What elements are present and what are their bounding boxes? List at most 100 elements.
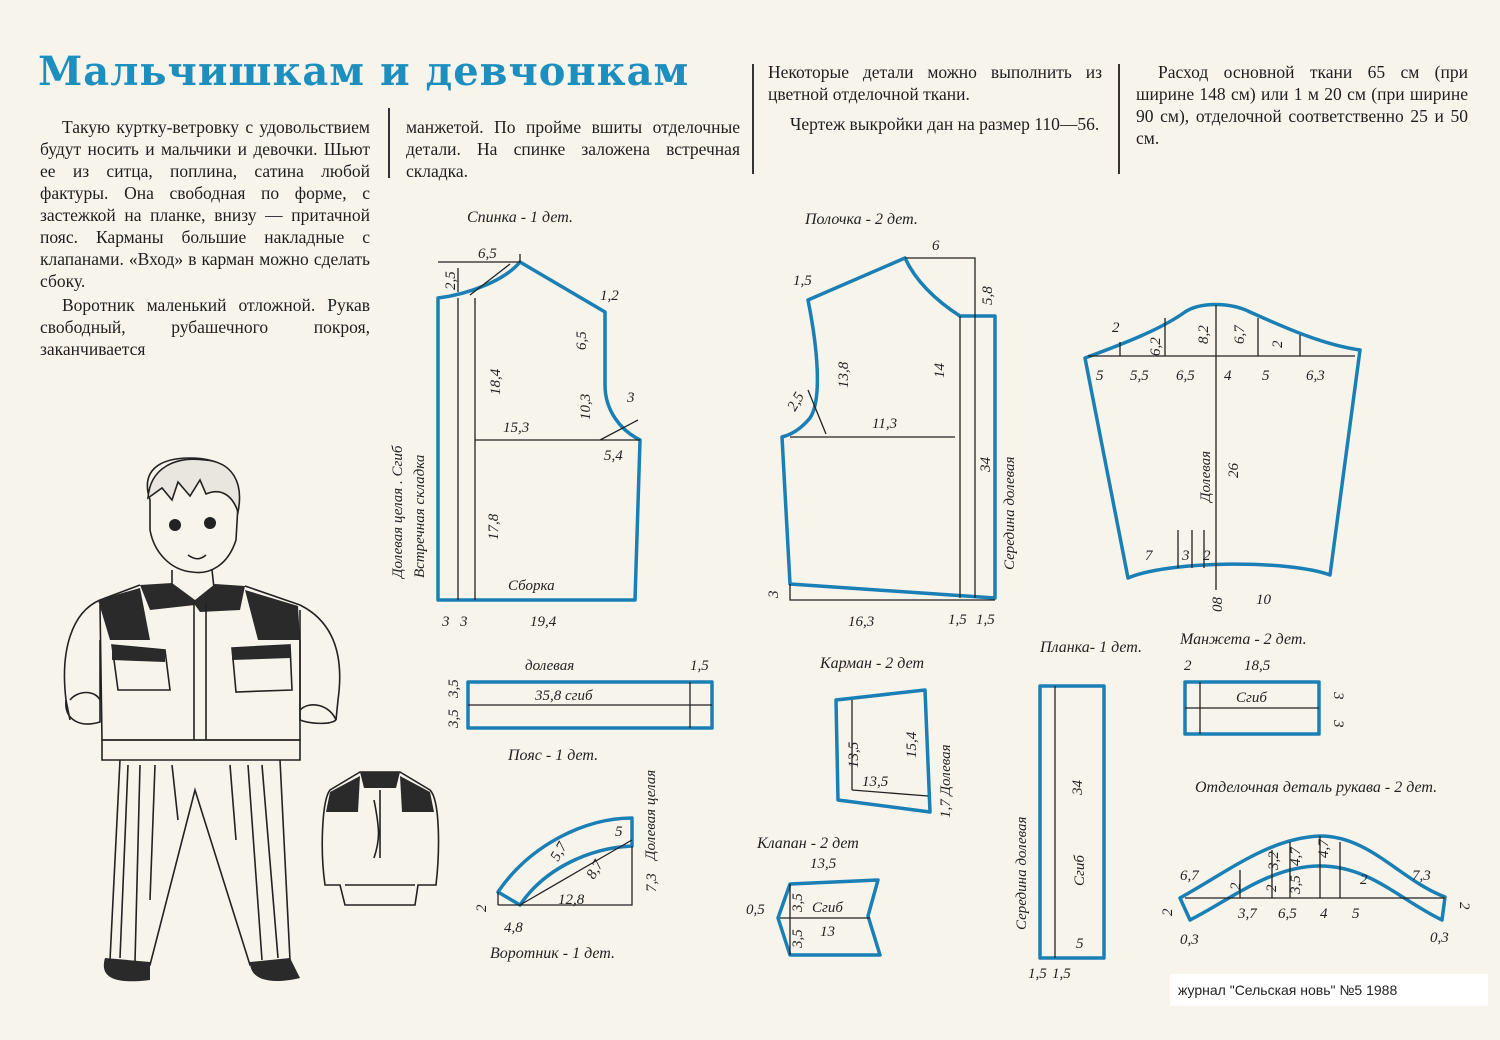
fold-label: Сгиб (812, 900, 843, 916)
flap-label: Клапан - 2 дет (756, 835, 859, 852)
dim-label: 0,3 (1430, 930, 1449, 946)
dim-label: 26 (1226, 463, 1242, 479)
dim-label: 5 (1096, 368, 1104, 384)
front-piece-label: Полочка - 2 дет. (804, 211, 918, 228)
paragraph: Расход основной ткани 65 см (при ширине … (1136, 62, 1468, 148)
dim-label: 13,5 (846, 741, 862, 768)
dim-label: 7,3 (1412, 868, 1431, 884)
fold-label: 35,8 сгиб (534, 688, 593, 704)
dim-label: 1,5 (690, 658, 709, 674)
collar-label: Воротник - 1 дет. (490, 945, 615, 962)
dim-label: 6,5 (574, 331, 590, 350)
flap-piece (776, 878, 882, 957)
dim-label: 17,8 (486, 513, 502, 540)
sleeve-piece (1083, 302, 1362, 590)
dim-label: 4 (1224, 368, 1232, 384)
child-illustration (63, 457, 341, 982)
dim-label: 6,5 (1176, 368, 1195, 384)
dim-label: 3,7 (1237, 906, 1258, 922)
column-divider (388, 108, 390, 178)
grain-label: Середина долевая (1014, 816, 1030, 930)
dim-label: 1,5 (948, 612, 967, 628)
dim-label: 2 (1203, 548, 1211, 564)
dim-label: 1,2 (600, 288, 619, 304)
dim-label: 18,5 (1244, 658, 1271, 674)
dim-label: 5,4 (604, 448, 623, 464)
dim-label: 14 (932, 363, 948, 379)
dim-label: 3,2 (1266, 851, 1282, 871)
dim-label: 2 (1160, 908, 1176, 916)
dim-label: 2 (1228, 882, 1244, 890)
dim-label: 4,7 (1316, 838, 1332, 858)
dim-label: 2 (1456, 902, 1472, 910)
dim-label: 5 (1076, 936, 1084, 952)
collar-piece (496, 816, 634, 907)
dim-label: 7 (1145, 548, 1154, 564)
dim-label: 4,8 (504, 920, 523, 936)
dim-label: 1,5 (1028, 966, 1047, 982)
dim-label: 3 (1330, 691, 1346, 700)
paragraph: Воротник маленький отложной. Рукав свобо… (40, 295, 370, 359)
grain-label: долевая (525, 658, 574, 674)
dim-label: 10,3 (578, 394, 594, 420)
dim-label: 6,5 (1278, 906, 1297, 922)
dim-label: 6,7 (1180, 868, 1200, 884)
source-credit: журнал "Сельская новь" №5 1988 (1170, 974, 1488, 1006)
back-piece (436, 254, 642, 602)
paragraph: Такую куртку-ветровку с удовольствием бу… (40, 117, 370, 291)
sleeve-trim-piece (1178, 834, 1447, 922)
dim-label: 0,5 (746, 902, 765, 918)
text-column-1: Такую куртку-ветровку с удовольствием бу… (40, 116, 370, 360)
dim-label: 2 (474, 904, 490, 912)
dim-label: 2 (1112, 320, 1120, 336)
column-divider (1118, 64, 1120, 174)
text-column-3: Некоторые детали можно выполнить из цвет… (768, 61, 1102, 135)
dim-label: 8,7 (584, 856, 608, 882)
dim-label: 13,5 (862, 774, 889, 790)
dim-label: 6,2 (1148, 337, 1164, 356)
dim-label: 16,3 (848, 614, 874, 630)
dim-label: 3,5 (790, 929, 806, 949)
dim-label: 10 (1256, 592, 1272, 608)
front-piece (780, 256, 997, 601)
dim-label: 15,4 (904, 731, 920, 758)
dim-label: 5,5 (1130, 368, 1149, 384)
dim-label: 1,5 (1052, 966, 1071, 982)
dim-label: 34 (1070, 780, 1086, 797)
belt-piece (466, 680, 714, 730)
dim-label: 3 (441, 614, 450, 630)
dim-label: 5 (1352, 906, 1360, 922)
dim-label: 13 (820, 924, 835, 940)
dim-label: 13,5 (810, 856, 837, 872)
dim-label: 5,8 (980, 286, 996, 305)
dim-label: 11,3 (872, 416, 897, 432)
dim-label: 1,5 (793, 273, 812, 289)
back-view-illustration (321, 771, 440, 906)
paragraph: Некоторые детали можно выполнить из цвет… (768, 62, 1102, 104)
dim-label: 12,8 (558, 892, 585, 908)
dim-label: 2,5 (785, 389, 808, 414)
paragraph: Чертеж выкройки дан на размер 110—56. (790, 114, 1100, 134)
dim-label: 2 (1270, 340, 1286, 348)
dim-label: 5 (1262, 368, 1270, 384)
dim-label: 3,5 (790, 893, 806, 913)
dim-label: 2,5 (443, 271, 459, 290)
sleeve-trim-label: Отделочная деталь рукава - 2 дет. (1195, 779, 1437, 796)
dim-label: 08 (1210, 597, 1226, 613)
dim-label: 3 (459, 614, 468, 630)
dim-label: 3 (626, 390, 635, 406)
fold-label: Сгиб (1072, 855, 1088, 886)
dim-label: 34 (978, 457, 994, 474)
article-title: Мальчишкам и девчонкам (38, 48, 690, 95)
cuff-piece (1183, 680, 1321, 736)
dim-label: 19,4 (530, 614, 557, 630)
belt-label: Пояс - 1 дет. (507, 747, 598, 764)
grain-label: 1,7 Долевая (938, 744, 954, 818)
grain-label: Долевая целая (643, 770, 659, 862)
fold-label: Сгиб (1236, 690, 1267, 706)
dim-label: 6 (932, 238, 940, 254)
pocket-label: Карман - 2 дет (819, 655, 924, 672)
dim-label: 2 (1184, 658, 1192, 674)
grain-label: Долевая (1198, 451, 1214, 504)
